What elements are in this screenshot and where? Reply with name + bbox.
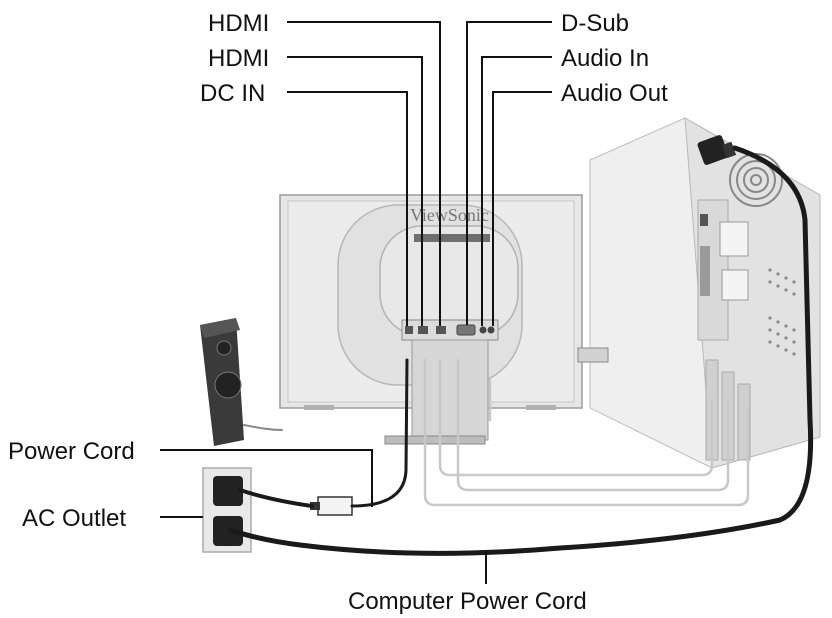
port-d-sub bbox=[456, 324, 476, 336]
brand-logo: ViewSonic bbox=[410, 205, 489, 225]
port-audio-in bbox=[479, 326, 487, 334]
leader-lines bbox=[160, 21, 552, 584]
power-cords bbox=[227, 145, 814, 556]
label-d-sub: D-Sub bbox=[561, 10, 629, 37]
computer-power-plug-icon bbox=[697, 135, 737, 165]
computer-tower bbox=[589, 117, 821, 469]
vent-grille bbox=[768, 268, 796, 356]
label-ac-outlet: AC Outlet bbox=[22, 505, 126, 532]
adapter-cable bbox=[238, 488, 314, 508]
ac-outlet bbox=[202, 467, 252, 553]
speaker bbox=[200, 318, 283, 446]
port-dc-in bbox=[405, 326, 413, 334]
label-hdmi-1: HDMI bbox=[208, 10, 269, 37]
label-audio-out: Audio Out bbox=[561, 80, 668, 107]
label-power-cord: Power Cord bbox=[8, 438, 135, 465]
port-audio-out bbox=[487, 326, 495, 334]
monitor-rear: ViewSonic bbox=[279, 194, 609, 445]
fan-icon bbox=[729, 153, 783, 207]
dc-cable bbox=[350, 358, 409, 508]
signal-cables bbox=[423, 358, 750, 507]
label-dc-in: DC IN bbox=[200, 80, 265, 107]
port-hdmi-1 bbox=[436, 326, 446, 334]
port-hdmi-2 bbox=[418, 326, 428, 334]
computer-power-cord-cable bbox=[227, 145, 814, 556]
label-hdmi-2: HDMI bbox=[208, 45, 269, 72]
power-adapter bbox=[310, 496, 353, 516]
label-audio-in: Audio In bbox=[561, 45, 649, 72]
label-computer-power-cord: Computer Power Cord bbox=[348, 588, 587, 615]
